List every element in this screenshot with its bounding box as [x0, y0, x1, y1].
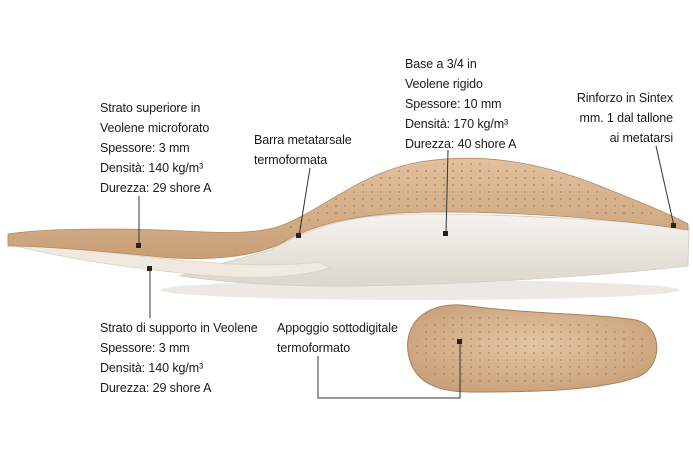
label-barra-metatarsale: Barra metatarsale termoformata [254, 133, 352, 167]
leather-perforations [290, 163, 672, 234]
leader-base [445, 149, 449, 235]
marker-appoggio [457, 339, 462, 344]
marker-barra-metatarsale [296, 233, 301, 238]
label-appoggio-sottodigitale: Appoggio sottodigitale termoformato [277, 321, 398, 355]
label-rinforzo-sintex: Rinforzo in Sintex mm. 1 dal tallone ai … [576, 91, 673, 145]
label-strato-supporto: Strato di supporto in Veolene Spessore: … [100, 321, 258, 395]
label-strato-superiore: Strato superiore in Veolene microforato … [100, 101, 212, 195]
leader-appoggio [317, 342, 461, 399]
marker-strato-supporto [147, 266, 152, 271]
leader-barra-metatarsale [298, 167, 311, 237]
insole-top-view-perforations [415, 313, 648, 384]
leader-rinforzo [655, 145, 675, 227]
leader-lines [138, 145, 675, 399]
markers [136, 223, 676, 344]
marker-rinforzo [671, 223, 676, 228]
label-base-3-4: Base a 3/4 in Veolene rigido Spessore: 1… [405, 57, 517, 151]
marker-base [443, 231, 448, 236]
marker-strato-superiore [136, 243, 141, 248]
